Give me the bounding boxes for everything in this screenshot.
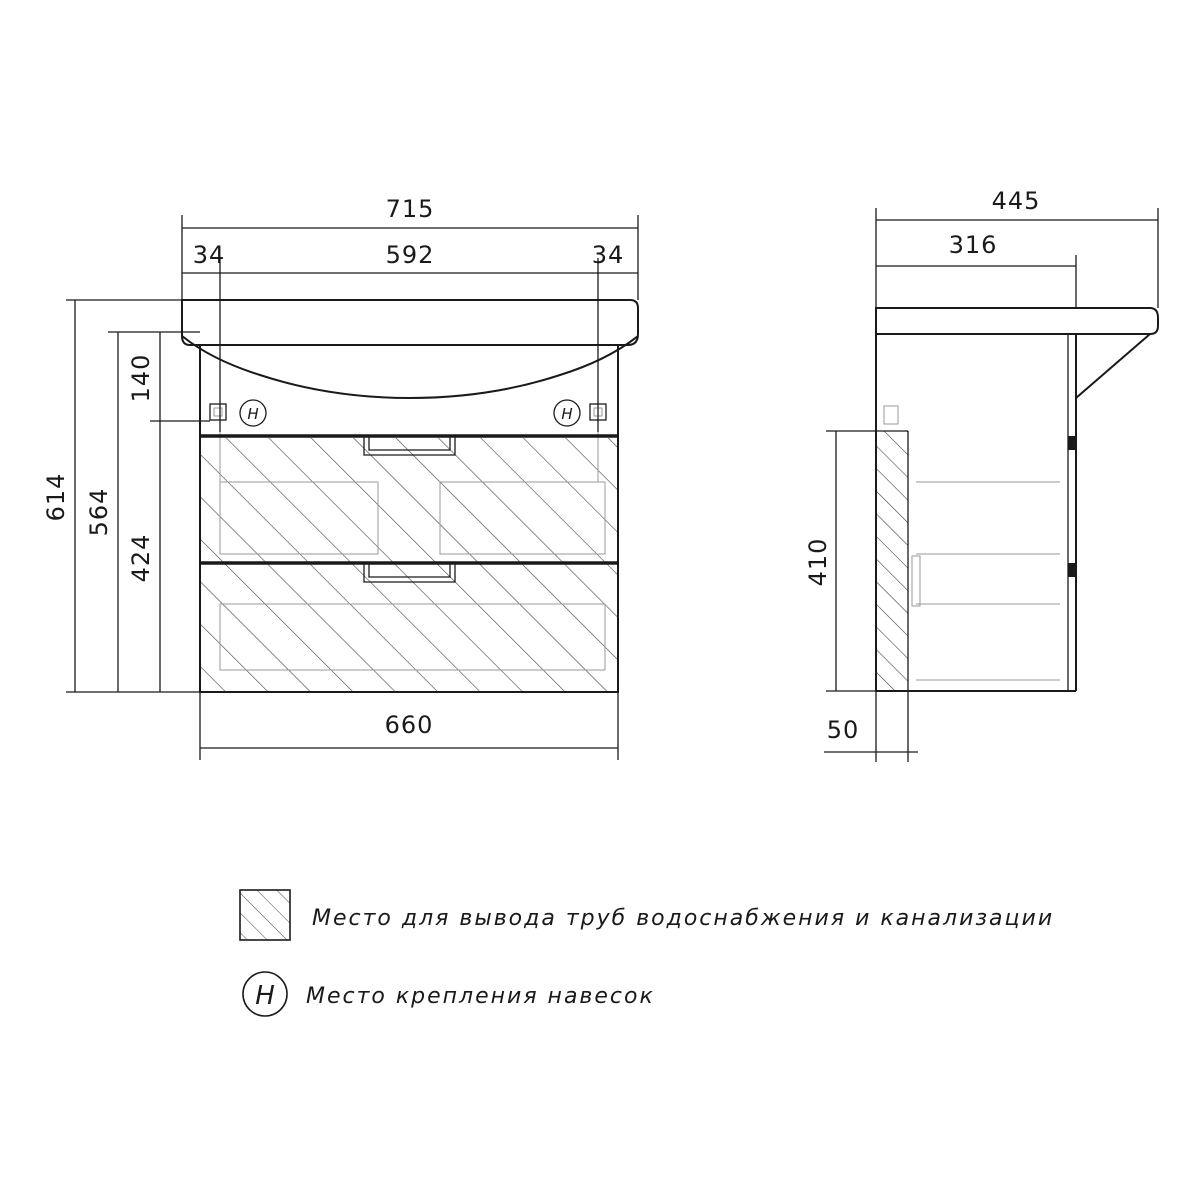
side-support-bracket <box>1075 333 1151 399</box>
hanger-marker-right-letter: H <box>561 405 572 423</box>
side-view: 445 316 410 50 <box>804 187 1159 762</box>
legend-hanger-icon <box>242 971 288 1017</box>
hanger-marker-right <box>553 399 581 427</box>
dim-hatch-height-label: 410 <box>804 538 832 587</box>
legend: Место для вывода труб водоснабжения и ка… <box>239 889 1054 1017</box>
dim-hatch-height: 410 <box>804 430 908 692</box>
drawer-inner-outline <box>439 481 606 555</box>
dim-overall-depth: 445 <box>875 187 1159 308</box>
drawer-inner-outline <box>219 603 606 671</box>
dim-right-offset-label: 34 <box>592 241 625 269</box>
dim-overall-width-label: 715 <box>386 195 435 223</box>
hanger-bracket-left-inner <box>213 407 223 417</box>
dim-center-span: 34 592 34 <box>182 241 638 432</box>
dim-center-span-label: 592 <box>386 241 435 269</box>
legend-hatch-swatch <box>239 889 291 941</box>
dim-body-width: 660 <box>199 692 619 760</box>
basin-top <box>181 299 639 346</box>
basin-bowl <box>181 335 639 400</box>
legend-item-hangers: H Место крепления навесок <box>242 971 655 1017</box>
hanger-marker-left-letter: H <box>247 405 258 423</box>
drawer-handle-top <box>363 436 456 456</box>
side-hatch-area <box>877 431 908 691</box>
front-view: H H 715 34 592 34 660 61 <box>42 195 639 760</box>
dim-body-depth-label: 316 <box>949 231 998 259</box>
dim-body-width-label: 660 <box>385 711 434 739</box>
dim-hatch-width: 50 <box>824 691 918 762</box>
dim-total-height: 614 <box>42 299 200 693</box>
dim-drawers-height-label: 424 <box>127 534 155 583</box>
hanger-bracket-left <box>209 403 227 421</box>
legend-item-pipes: Место для вывода труб водоснабжения и ка… <box>239 889 1054 941</box>
drawer-handle-bottom <box>363 563 456 583</box>
side-bracket <box>883 405 899 425</box>
side-drawer-front-bottom <box>1068 563 1076 577</box>
side-siphon <box>911 555 921 607</box>
dim-body-height: 564 <box>85 331 200 692</box>
dim-overall-depth-label: 445 <box>992 187 1041 215</box>
dim-body-height-label: 564 <box>85 488 113 537</box>
side-top-slab <box>875 307 1159 335</box>
dim-body-depth: 316 <box>876 231 1077 308</box>
hanger-marker-left <box>239 399 267 427</box>
dim-overall-width: 715 <box>181 195 639 300</box>
dim-basin-depth-label: 140 <box>127 354 155 403</box>
dim-left-offset-label: 34 <box>193 241 226 269</box>
dim-total-height-label: 614 <box>42 473 70 522</box>
side-drawer-front-top <box>1068 436 1076 450</box>
dim-hatch-width-label: 50 <box>827 716 860 744</box>
legend-pipes-text: Место для вывода труб водоснабжения и ка… <box>312 906 1054 931</box>
dim-drawers-height: 140 424 <box>127 332 210 692</box>
legend-hanger-letter: H <box>255 981 275 1011</box>
legend-hangers-text: Место крепления навесок <box>306 984 655 1009</box>
drawer-inner-outline <box>219 481 379 555</box>
